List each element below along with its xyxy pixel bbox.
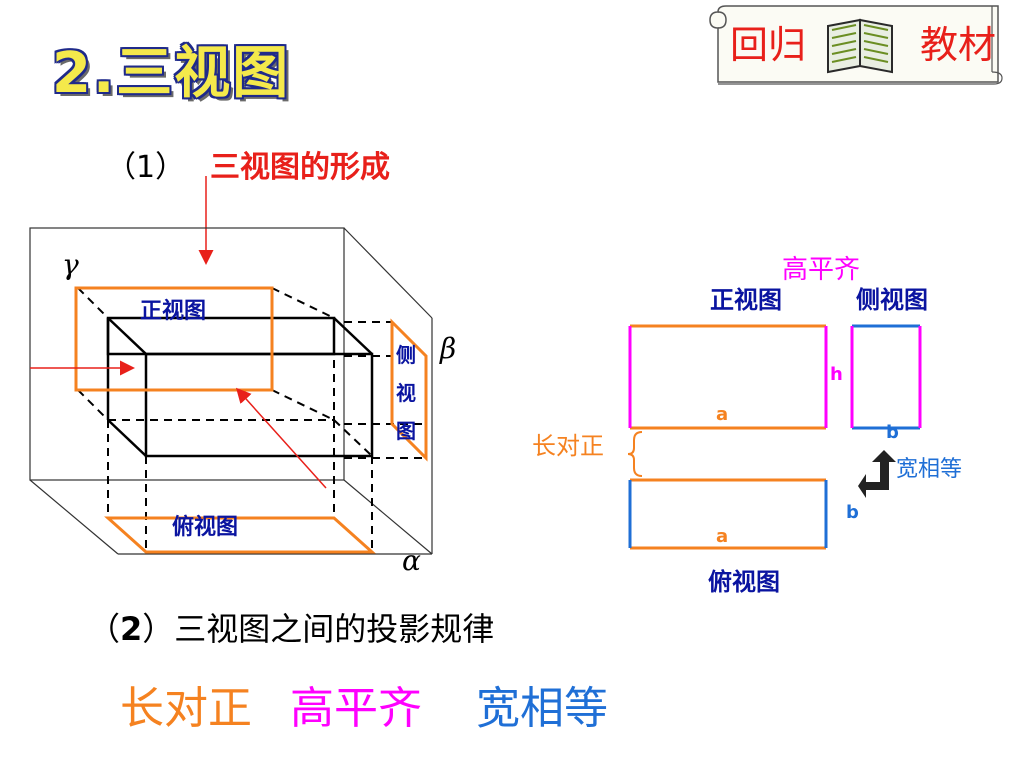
projection-planes [29, 227, 433, 555]
rule-length-align: 长对正 [120, 683, 252, 734]
width-arrow-icon [858, 450, 896, 498]
hidden-lines [77, 287, 426, 552]
plane-gamma-label: γ [62, 248, 79, 281]
section-2-heading: （2）三视图之间的投影规律 [88, 604, 494, 650]
top-view-rect [104, 516, 376, 554]
side-view-label: 侧 视 图 [396, 343, 416, 443]
side-direction-arrow [235, 387, 327, 489]
dim-b-side-label: b [886, 422, 899, 443]
rule-width-equal: 宽相等 [476, 683, 608, 734]
front-view-label: 正视图 [140, 298, 206, 324]
section-1-number: （1） [106, 150, 186, 185]
plane-alpha-label: α [402, 544, 421, 577]
svg-text:侧: 侧 [396, 343, 416, 367]
proj-side-view-label: 侧视图 [856, 285, 928, 314]
plane-beta-label: β [439, 332, 456, 365]
badge-text-left: 回归 [730, 23, 807, 67]
page-title: 2.三视图 [52, 41, 291, 106]
side-view-rect [390, 318, 428, 462]
length-align-label: 长对正 [532, 432, 604, 460]
badge-text-right: 教材 [920, 23, 997, 67]
length-brace [627, 431, 643, 477]
height-equal-label: 高平齐 [782, 255, 860, 285]
width-equal-label: 宽相等 [896, 457, 962, 482]
dim-b-bottom-label: b [846, 502, 859, 523]
dim-a-bottom-label: a [716, 526, 728, 547]
solid-box [106, 316, 374, 458]
section-1-title: 三视图的形成 [210, 150, 390, 185]
section-2-open: （ [88, 610, 121, 648]
section-2-close: ） [142, 610, 175, 648]
dim-a-top-label: a [716, 404, 728, 425]
svg-text:图: 图 [396, 419, 416, 443]
proj-front-view-label: 正视图 [710, 285, 782, 314]
section-2-title: 三视图之间的投影规律 [174, 610, 495, 648]
top-view-label: 俯视图 [172, 514, 238, 540]
svg-text:视: 视 [396, 381, 416, 405]
rule-height-equal: 高平齐 [290, 683, 422, 734]
section-2-number: 2 [120, 610, 143, 648]
proj-top-view-label: 俯视图 [708, 567, 780, 596]
dim-h-label: h [830, 364, 843, 385]
front-view-rect [74, 286, 274, 392]
